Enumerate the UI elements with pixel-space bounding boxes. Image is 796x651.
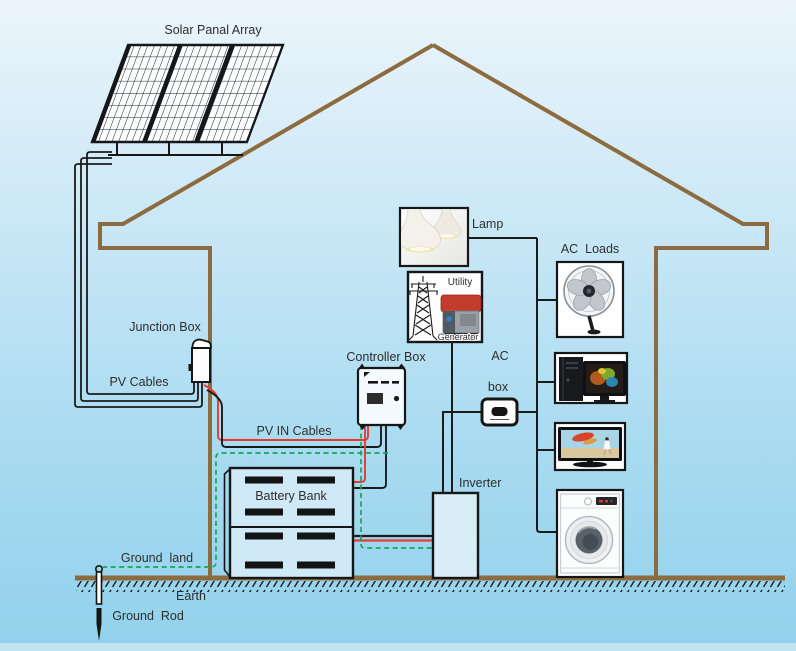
solar-panel-array (90, 43, 285, 156)
battery-cabinet (228, 466, 355, 580)
rod-spike (96, 608, 102, 641)
label-box: box (488, 380, 509, 394)
controller-vent (392, 381, 399, 384)
washing-machine-illustration (555, 488, 625, 579)
label-battery-bank: Battery Bank (255, 489, 327, 503)
ground-rod-illustration (95, 564, 104, 641)
label-solar-array: Solar Panal Array (164, 23, 262, 37)
battery-bank-illustration (223, 466, 355, 580)
ground-wire-loop-to-rod (103, 452, 388, 568)
transmission-tower-icon (408, 276, 438, 341)
ground-wires-green (103, 425, 433, 568)
house-right-roof-wall (431, 43, 769, 576)
controller-battery-cable-black (353, 425, 387, 489)
ac-box-slot (491, 407, 508, 416)
label-inverter: Inverter (459, 476, 501, 490)
label-ac: AC (491, 349, 508, 363)
battery-terminals (245, 476, 335, 569)
pv-in-cable-red (203, 384, 369, 441)
pv-in-cable-black (206, 389, 382, 448)
label-pv-in-cables: PV IN Cables (256, 424, 331, 438)
ac-box-device (480, 397, 519, 427)
panel-grid (90, 43, 285, 144)
battery-back-edge (223, 468, 231, 578)
acbox-inverter-line (442, 411, 482, 493)
controller-vent (368, 381, 378, 384)
tv-illustration (553, 421, 627, 472)
ac-loads-bus (536, 238, 557, 533)
label-controller: Controller Box (346, 350, 426, 364)
washer-knob (583, 497, 593, 506)
tv-stand (573, 461, 607, 468)
label-junction-box: Junction Box (129, 320, 201, 334)
charge-controller-box (356, 363, 407, 430)
house-outline (98, 43, 769, 576)
junction-box (188, 338, 212, 383)
label-ground-rod: Ground Rod (112, 609, 184, 623)
controller-vent (381, 381, 389, 384)
label-earth: Earth (176, 589, 206, 603)
label-ac-loads: AC Loads (561, 242, 619, 256)
computer-illustration (553, 351, 629, 405)
house-left-roof-wall (98, 43, 435, 576)
ac-wiring (442, 237, 557, 533)
rod-upper (95, 571, 103, 605)
ground-wire-controller-inverter (360, 425, 433, 549)
bottom-band (0, 643, 796, 651)
controller-led (393, 395, 400, 402)
label-utility: Utility (448, 277, 472, 288)
label-lamp: Lamp (472, 217, 503, 231)
pendant-lamps-icon (401, 209, 462, 253)
ground-hatching (76, 581, 785, 592)
controller-logo-mark (364, 372, 370, 377)
controller-battery-cable-red (353, 425, 366, 483)
fan-pole (587, 315, 595, 332)
junction-box-connector (188, 364, 193, 371)
junction-box-body (191, 347, 211, 383)
controller-display (367, 393, 383, 404)
label-ground-land: Ground land (121, 551, 193, 565)
utility-generator-illustration (406, 270, 484, 344)
pv-cables-lines (74, 151, 203, 408)
fan-base (587, 329, 601, 335)
lamp-illustration (398, 206, 470, 268)
fan-illustration (555, 260, 625, 339)
label-pv-cables: PV Cables (109, 375, 168, 389)
junction-box-cap (191, 338, 212, 349)
generator-icon (440, 294, 482, 341)
label-generator: Generator (438, 332, 479, 342)
inverter-box (431, 491, 480, 580)
